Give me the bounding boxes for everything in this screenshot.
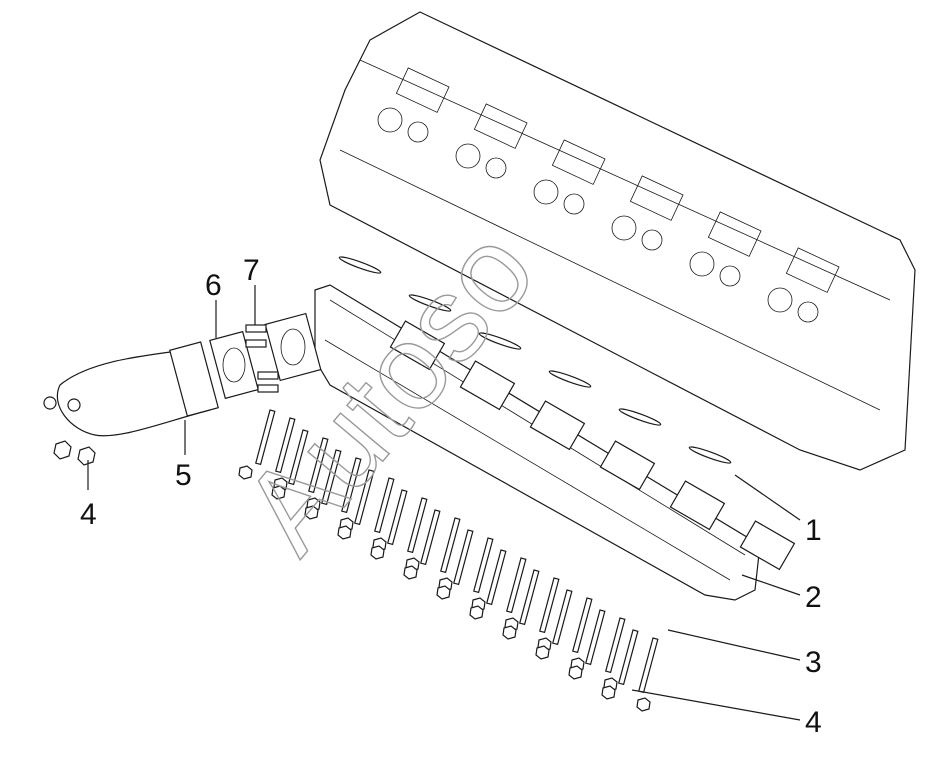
- stud: [473, 537, 494, 594]
- stud: [506, 557, 527, 614]
- rocker-pocket: [707, 211, 762, 257]
- rocker-pocket: [551, 139, 606, 185]
- cylinder-head: [319, 11, 916, 471]
- exhaust-gaskets: [338, 256, 732, 464]
- stud: [618, 629, 639, 686]
- gasket: [408, 294, 452, 312]
- studs: [255, 409, 659, 694]
- manifold-port: [599, 440, 656, 491]
- nut: [403, 565, 418, 580]
- valve-port: [767, 287, 793, 313]
- nut: [502, 625, 517, 640]
- nut: [238, 465, 253, 480]
- manifold-port: [739, 520, 796, 571]
- stud: [341, 457, 362, 514]
- stud: [585, 609, 606, 666]
- stud: [638, 637, 659, 694]
- nut: [304, 505, 319, 520]
- rocker-pocket: [395, 67, 450, 113]
- nut: [436, 585, 451, 600]
- manifold-port: [529, 400, 586, 451]
- stud: [407, 497, 428, 554]
- rocker-pocket: [629, 175, 684, 221]
- callout-7: 7: [243, 254, 260, 287]
- exhaust-manifold: [264, 284, 796, 601]
- pipe-bolts: [245, 324, 279, 393]
- gasket: [618, 408, 662, 426]
- callout-4-left: 4: [80, 498, 97, 531]
- gasket: [478, 332, 522, 350]
- valve-port: [455, 143, 481, 169]
- valve-port: [797, 301, 819, 323]
- stud: [387, 489, 408, 546]
- callout-3: 3: [805, 646, 822, 679]
- stud: [354, 469, 375, 526]
- nut: [271, 485, 286, 500]
- nut: [370, 545, 385, 560]
- callout-2: 2: [805, 581, 822, 614]
- stud: [275, 417, 296, 474]
- valve-port: [611, 215, 637, 241]
- valve-port: [377, 107, 403, 133]
- stud: [519, 569, 540, 626]
- manifold-port: [459, 360, 516, 411]
- stud: [605, 617, 626, 674]
- stud: [374, 477, 395, 534]
- pipe-nuts: [53, 440, 96, 466]
- valve-port: [407, 121, 429, 143]
- nut: [636, 697, 651, 712]
- nut: [601, 685, 616, 700]
- stud: [440, 517, 461, 574]
- nut: [337, 525, 352, 540]
- stud: [420, 509, 441, 566]
- stud: [288, 429, 309, 486]
- nuts: [238, 465, 651, 712]
- callout-1: 1: [805, 514, 822, 547]
- callout-5: 5: [175, 459, 192, 492]
- stud: [539, 577, 560, 634]
- stud: [308, 437, 329, 494]
- gasket: [688, 446, 732, 464]
- rocker-pocket: [785, 247, 840, 293]
- stud: [486, 549, 507, 606]
- gasket: [548, 370, 592, 388]
- callouts: 1 2 3 4 4 5 6 7: [80, 254, 822, 739]
- valve-port: [641, 229, 663, 251]
- valve-port: [689, 251, 715, 277]
- nut: [568, 665, 583, 680]
- stud: [255, 409, 276, 466]
- valve-port: [485, 157, 507, 179]
- valve-port: [719, 265, 741, 287]
- stud: [572, 597, 593, 654]
- stud: [321, 449, 342, 506]
- nut: [535, 645, 550, 660]
- exhaust-pipe: [43, 341, 219, 437]
- stud: [552, 589, 573, 646]
- leader-lines: [87, 285, 801, 721]
- callout-4-bottom: 4: [805, 706, 822, 739]
- pipe-gasket: [209, 330, 259, 400]
- valve-port: [533, 179, 559, 205]
- gasket: [338, 256, 382, 274]
- stud: [453, 529, 474, 586]
- manifold-port: [389, 320, 446, 371]
- valve-port: [563, 193, 585, 215]
- nut: [469, 605, 484, 620]
- rocker-pocket: [473, 103, 528, 149]
- callout-6: 6: [205, 269, 222, 302]
- manifold-port: [669, 480, 726, 531]
